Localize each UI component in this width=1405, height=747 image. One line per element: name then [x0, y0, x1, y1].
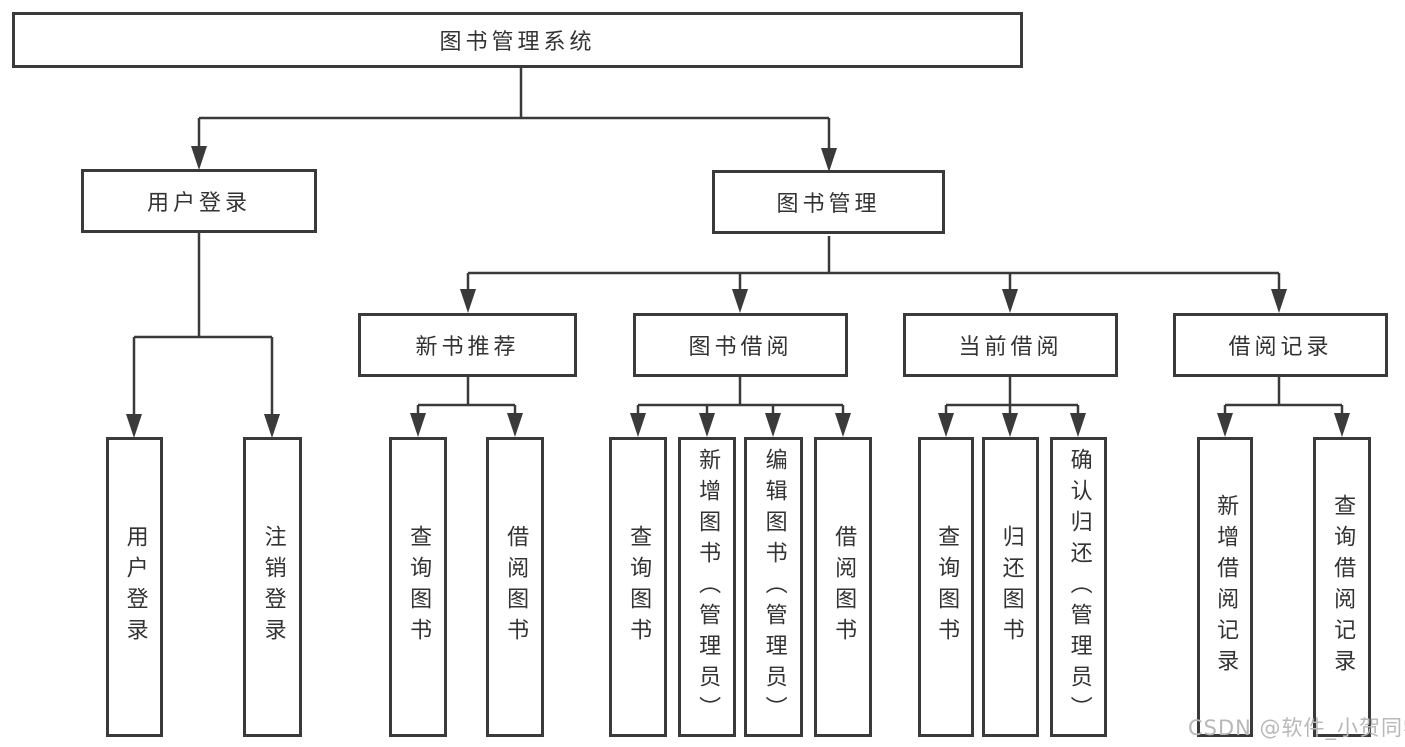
leaf-query-books-current: 查询图书	[918, 437, 974, 737]
node-borrow-records: 借阅记录	[1173, 313, 1388, 377]
leaf-add-books-admin: 新增图书（管理员）	[678, 437, 736, 737]
leaf-return-books: 归还图书	[982, 437, 1039, 737]
node-book-borrowing: 图书借阅	[633, 313, 848, 377]
leaf-borrow-books-borrowing: 借阅图书	[814, 437, 872, 737]
leaf-edit-books-admin: 编辑图书（管理员）	[744, 437, 803, 737]
leaf-logout: 注销登录	[243, 437, 302, 737]
leaf-confirm-return-admin: 确认归还（管理员）	[1050, 437, 1107, 737]
leaf-borrow-books-recommend: 借阅图书	[486, 437, 544, 737]
leaf-query-books-recommend: 查询图书	[389, 437, 447, 737]
node-new-book-recommend: 新书推荐	[358, 313, 577, 377]
node-user-login: 用户登录	[81, 169, 317, 233]
leaf-query-books-borrowing: 查询图书	[609, 437, 667, 737]
leaf-add-borrow-record: 新增借阅记录	[1197, 437, 1253, 737]
node-current-borrowing: 当前借阅	[903, 313, 1118, 377]
node-book-management: 图书管理	[712, 170, 945, 234]
leaf-user-login: 用户登录	[106, 437, 163, 737]
node-root-system: 图书管理系统	[12, 12, 1023, 68]
leaf-query-borrow-record: 查询借阅记录	[1313, 437, 1371, 737]
csdn-watermark: CSDN @软件_小贺同学	[1188, 716, 1405, 740]
arrowheads	[126, 146, 1350, 438]
